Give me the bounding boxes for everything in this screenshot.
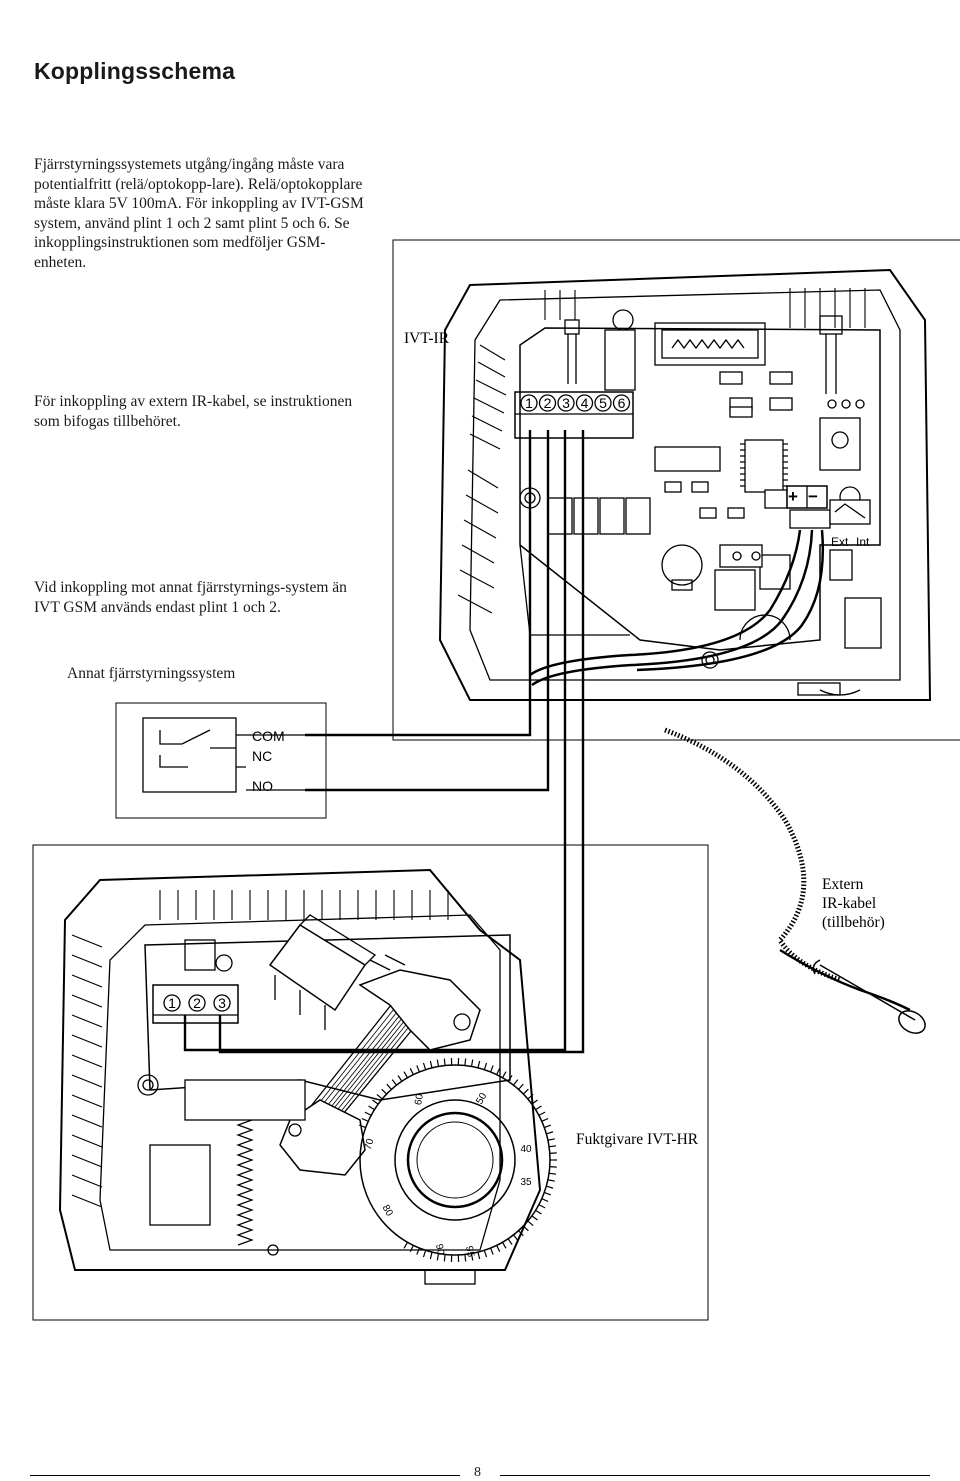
extern-ir-label-line1: Extern (822, 876, 864, 893)
dial-tooth (548, 1180, 555, 1181)
dial-tooth (503, 1072, 507, 1078)
dial-tooth (382, 1089, 387, 1094)
top-terminal-label-5: 5 (599, 395, 607, 411)
dial-tooth (519, 1084, 524, 1089)
page-number: 8 (474, 1465, 481, 1481)
dial-tooth (392, 1080, 396, 1086)
dial-tick-95: 95 (463, 1245, 476, 1258)
dial-tooth (513, 1080, 517, 1086)
ivt-ir-label: IVT-IR (404, 330, 450, 347)
extern-ir-label-line3: (tillbehör) (822, 914, 885, 931)
dial-tooth (539, 1205, 545, 1208)
dial-tooth (549, 1146, 556, 1147)
dial-tooth (465, 1059, 466, 1066)
dial-tooth (387, 1084, 392, 1089)
dial-tooth (497, 1245, 500, 1251)
dial-tooth (491, 1248, 494, 1254)
dial-tick-70: 70 (363, 1137, 377, 1151)
bottom-terminal-label-1: 1 (168, 995, 176, 1011)
dial-tooth (404, 1072, 408, 1078)
dial-tooth (548, 1139, 555, 1140)
dial-tooth (484, 1063, 486, 1070)
dial-tooth (417, 1065, 420, 1071)
ext-switch-label: Ext (831, 535, 849, 549)
dial-tooth (508, 1239, 512, 1245)
minus-terminal-label: − (808, 487, 818, 506)
dial-tick-35: 35 (520, 1177, 532, 1188)
dial-tooth (539, 1112, 545, 1115)
plus-terminal-label: + (788, 487, 798, 506)
dial-tooth (536, 1106, 542, 1110)
relay-no-label: NO (252, 778, 273, 794)
dial-tick-60: 60 (413, 1093, 426, 1106)
relay-com-label: COM (252, 728, 285, 744)
dial-tooth (444, 1059, 445, 1066)
dial-tooth (532, 1216, 538, 1220)
dial-tooth (503, 1242, 507, 1248)
dial-tooth (372, 1100, 378, 1104)
humidity-dial (360, 1065, 550, 1255)
dial-tooth (417, 1248, 420, 1254)
dial-tooth (398, 1075, 402, 1081)
dial-tooth (542, 1199, 548, 1202)
top-terminal-label-1: 1 (525, 395, 533, 411)
dial-tooth (484, 1250, 486, 1257)
dial-tooth (546, 1186, 553, 1188)
relay-nc-label: NC (252, 748, 272, 764)
dial-tooth (404, 1242, 408, 1248)
dial-tooth (546, 1132, 553, 1134)
dial-tooth (544, 1125, 551, 1127)
dial-tick-40: 40 (520, 1144, 532, 1155)
bottom-terminal-label-2: 2 (193, 995, 201, 1011)
terminal-block-1-3: 1 2 3 (164, 995, 230, 1011)
relay-box (116, 703, 326, 818)
dial-tooth (536, 1210, 542, 1214)
footer-rule-left (30, 1475, 460, 1476)
top-terminal-label-6: 6 (618, 395, 626, 411)
dial-tick-80: 80 (380, 1203, 395, 1219)
dial-tooth (423, 1250, 425, 1257)
dial-tooth (497, 1068, 500, 1074)
dial-tooth (471, 1060, 472, 1067)
ivt-ir-unit (393, 240, 960, 740)
dial-tooth (513, 1235, 517, 1241)
dial-tooth (410, 1068, 413, 1074)
dial-tooth (491, 1065, 494, 1071)
dial-tooth (430, 1061, 432, 1068)
dial-tooth (478, 1252, 480, 1259)
dial-tooth (437, 1060, 438, 1067)
dial-tooth (430, 1252, 432, 1259)
wires (185, 430, 583, 1052)
dial-tooth (478, 1061, 480, 1068)
extern-ir-label-line2: IR-kabel (822, 895, 876, 912)
dial-tooth (410, 1245, 413, 1251)
dial-tooth (423, 1063, 425, 1070)
external-ir-cable (665, 730, 929, 1038)
dial-tooth (542, 1119, 548, 1122)
int-switch-label: Int (856, 535, 870, 549)
footer-rule-right (500, 1475, 930, 1476)
bottom-terminal-label-3: 3 (218, 995, 226, 1011)
dial-tooth (377, 1094, 382, 1098)
fuktgivare-label: Fuktgivare IVT-HR (576, 1131, 699, 1148)
top-terminal-label-3: 3 (562, 395, 570, 411)
dial-tooth (523, 1089, 528, 1094)
dial-tooth (528, 1221, 533, 1225)
dial-tooth (544, 1192, 551, 1194)
top-terminal-label-4: 4 (581, 395, 589, 411)
top-terminal-label-2: 2 (544, 395, 552, 411)
fuktgivare-unit (33, 845, 708, 1320)
dial-tooth (549, 1173, 556, 1174)
dial-tooth (365, 1112, 371, 1115)
dial-tooth (368, 1106, 374, 1110)
dial-tooth (362, 1119, 368, 1122)
dial-tooth (444, 1254, 445, 1261)
